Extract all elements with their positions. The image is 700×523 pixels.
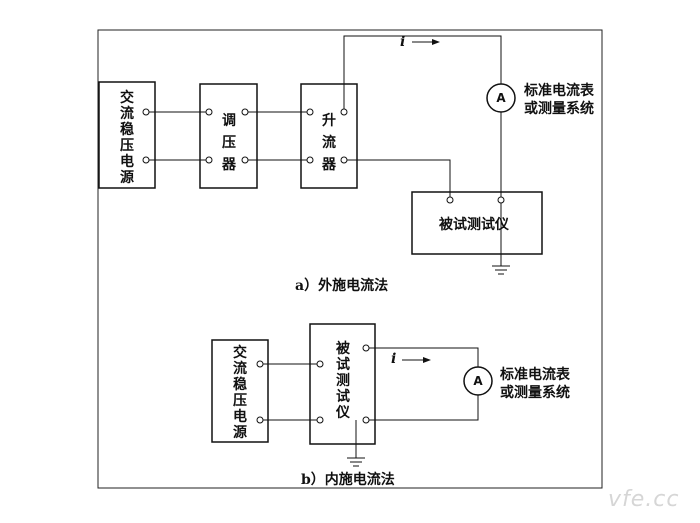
top-caption: a）外施电流法 xyxy=(295,278,389,294)
top-ac-source-box xyxy=(98,81,156,189)
top-wires xyxy=(146,35,510,275)
top-dut-label: 被试测试仪 xyxy=(439,217,509,233)
top-terminals xyxy=(142,108,505,204)
bottom-wires xyxy=(260,347,479,467)
top-regulator-box xyxy=(199,83,258,189)
bottom-ac-source-label: 交流稳压电源 xyxy=(233,345,247,441)
bottom-current-arrowhead xyxy=(423,357,431,363)
top-current-symbol: i xyxy=(400,34,406,50)
top-ammeter-label-line2: 或测量系统 xyxy=(524,101,594,117)
bottom-ac-source-box xyxy=(211,339,269,443)
top-current-arrowhead xyxy=(432,39,440,45)
bottom-caption: b）内施电流法 xyxy=(301,472,395,488)
watermark: vfe.cc xyxy=(608,487,680,512)
bottom-ammeter-label-line2: 或测量系统 xyxy=(500,385,570,401)
top-booster-label: 升流器 xyxy=(322,113,336,173)
outer-frame xyxy=(97,29,603,489)
bottom-ammeter-circle xyxy=(463,366,493,396)
top-booster-box xyxy=(300,83,358,189)
bottom-current-symbol: i xyxy=(391,351,397,367)
bottom-terminals xyxy=(256,344,370,424)
bottom-ammeter-label-line1: 标准电流表 xyxy=(500,367,570,383)
bottom-dut-label: 被试测试仪 xyxy=(336,341,350,421)
bottom-ammeter-letter: A xyxy=(473,374,483,388)
top-ammeter-label-line1: 标准电流表 xyxy=(524,83,594,99)
top-ammeter-circle xyxy=(486,83,516,113)
top-ac-source-label: 交流稳压电源 xyxy=(120,90,134,186)
top-dut-box xyxy=(411,191,543,255)
top-ammeter-letter: A xyxy=(496,91,506,105)
bottom-dut-box xyxy=(309,323,376,445)
top-regulator-label: 调压器 xyxy=(222,113,236,173)
